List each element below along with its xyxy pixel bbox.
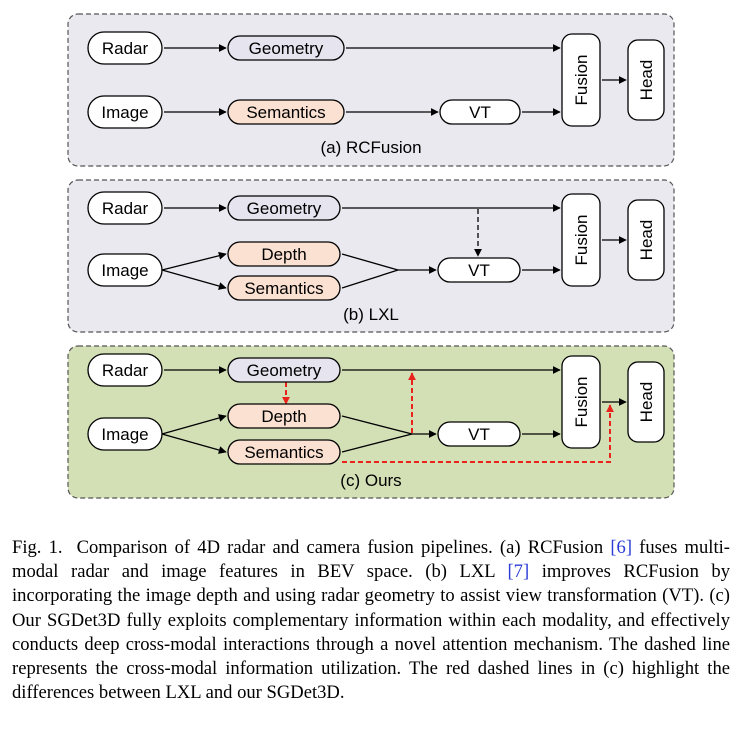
fusion-node xyxy=(561,355,601,449)
vt-node xyxy=(437,421,521,447)
head-node xyxy=(627,199,665,281)
geometry-node xyxy=(227,357,341,383)
semantics-node xyxy=(227,99,345,125)
panel-a-title: (a) RCFusion xyxy=(320,138,421,157)
figure-caption: Fig. 1. Comparison of 4D radar and camera… xyxy=(12,536,730,705)
panel-c-background xyxy=(67,345,675,499)
depth-node xyxy=(227,403,341,429)
arrow-image-semantics xyxy=(161,269,227,290)
image-label: Image xyxy=(101,425,148,444)
panel-c-title: (c) Ours xyxy=(340,471,401,490)
depth-node xyxy=(227,241,341,267)
head-label: Head xyxy=(637,382,656,423)
image-node xyxy=(87,253,163,287)
head-label: Head xyxy=(637,60,656,101)
radar-node xyxy=(87,353,163,387)
fusion-node xyxy=(561,193,601,287)
fusion-node xyxy=(561,33,601,127)
fusion-label: Fusion xyxy=(572,54,591,105)
arrow-image-depth xyxy=(161,414,227,435)
head-label: Head xyxy=(637,220,656,261)
fusion-label: Fusion xyxy=(572,214,591,265)
semantics-label: Semantics xyxy=(244,443,323,462)
image-label: Image xyxy=(101,261,148,280)
panel-b-title: (b) LXL xyxy=(343,305,399,324)
panel-c-ours: Radar Geometry Image Depth Semantics VT … xyxy=(67,345,675,499)
semantics-label: Semantics xyxy=(244,279,323,298)
radar-label: Radar xyxy=(102,39,149,58)
semantics-label: Semantics xyxy=(246,103,325,122)
arrow-image-semantics xyxy=(161,433,227,454)
radar-label: Radar xyxy=(102,199,149,218)
vt-label: VT xyxy=(468,261,490,280)
depth-label: Depth xyxy=(261,245,306,264)
geometry-node xyxy=(227,35,345,61)
semantics-node xyxy=(227,439,341,465)
vt-node xyxy=(437,257,521,283)
geometry-node xyxy=(227,195,341,221)
depth-label: Depth xyxy=(261,407,306,426)
panel-a-background xyxy=(67,13,675,167)
image-node xyxy=(87,95,163,129)
semantics-node xyxy=(227,275,341,301)
caption-text-2: fuses multi-modal radar and image featur… xyxy=(12,537,730,583)
image-node xyxy=(87,417,163,451)
vt-node xyxy=(439,99,521,125)
image-label: Image xyxy=(101,103,148,122)
panel-b-lxl: Radar Geometry Image Depth Semantics VT … xyxy=(67,179,675,333)
panel-b-background xyxy=(67,179,675,333)
panel-a-rcfusion: Radar Geometry Image Semantics VT Fusion… xyxy=(67,13,675,167)
line-depth-merge xyxy=(341,253,399,271)
line-semantics-merge xyxy=(341,433,413,453)
radar-node xyxy=(87,191,163,225)
head-node xyxy=(627,361,665,443)
head-node xyxy=(627,39,665,121)
arrow-image-depth xyxy=(161,251,227,271)
pipeline-diagram: Radar Geometry Image Semantics VT Fusion… xyxy=(67,13,675,499)
caption-text-3: improves RCFusion by incorporating the i… xyxy=(12,561,730,704)
geometry-label: Geometry xyxy=(247,199,322,218)
citation-link-6[interactable]: [6] xyxy=(610,537,633,558)
citation-link-7[interactable]: [7] xyxy=(507,561,530,583)
line-semantics-merge xyxy=(341,269,399,289)
radar-node xyxy=(87,31,163,65)
line-depth-merge xyxy=(341,415,413,435)
fusion-label: Fusion xyxy=(572,376,591,427)
vt-label: VT xyxy=(468,425,490,444)
figure-label: Fig. 1. xyxy=(12,537,63,558)
caption-text-1: Comparison of 4D radar and camera fusion… xyxy=(76,537,611,558)
vt-label: VT xyxy=(469,103,491,122)
radar-label: Radar xyxy=(102,361,149,380)
red-dashed-arrow-semantics-head xyxy=(342,404,614,463)
geometry-label: Geometry xyxy=(247,361,322,380)
geometry-label: Geometry xyxy=(249,39,324,58)
